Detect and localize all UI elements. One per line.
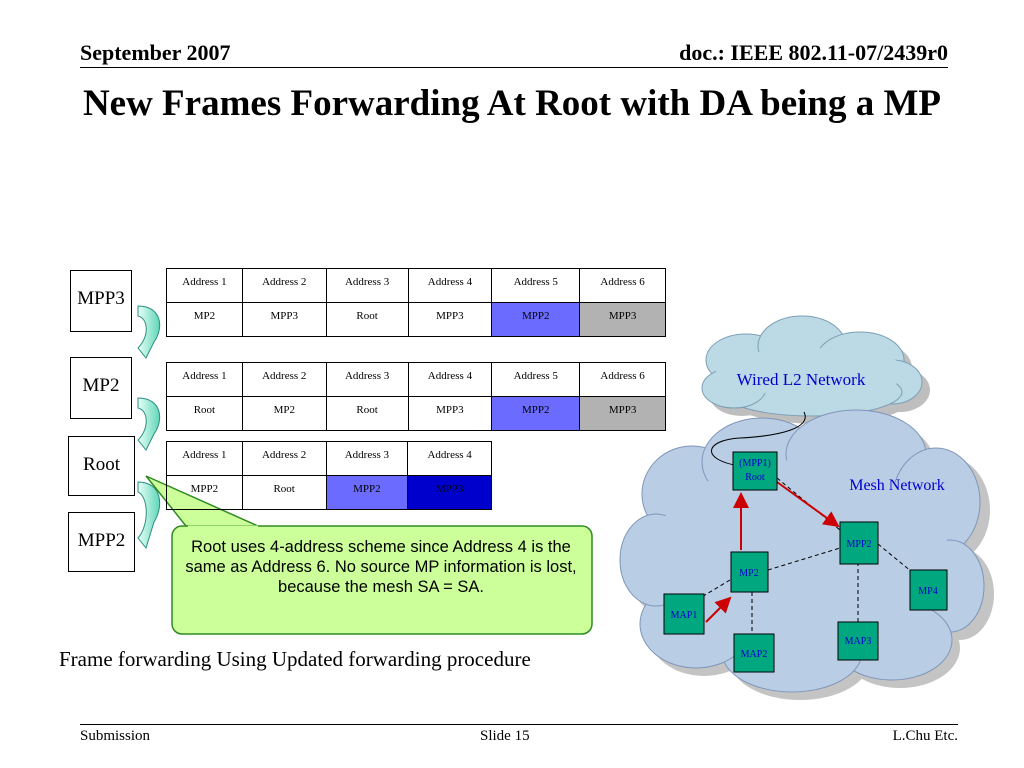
table-cell: MPP3: [579, 396, 666, 431]
address-table-root-to-mpp2: Address 1 Address 2 Address 3 Address 4 …: [166, 441, 492, 510]
mesh-node-label: MPP2: [846, 539, 871, 550]
mesh-node-map3: MAP3: [837, 621, 879, 661]
address-table-mp2-to-root: Address 1 Address 2 Address 3 Address 4 …: [166, 362, 666, 431]
mesh-network-label: Mesh Network: [849, 477, 945, 494]
table-header-row: Address 1 Address 2 Address 3 Address 4 …: [166, 362, 666, 397]
table-header-cell: Address 1: [166, 441, 243, 476]
mesh-node-label: MAP2: [741, 649, 768, 660]
mesh-node-mpp2: MPP2: [839, 521, 879, 565]
mesh-node-mp2: MP2: [730, 551, 769, 593]
mesh-node-map1: MAP1: [663, 593, 705, 635]
mesh-node-label: MP4: [918, 586, 937, 597]
mesh-node-label: Root: [745, 472, 765, 483]
path-node-mpp3: MPP3: [70, 270, 132, 332]
table-header-row: Address 1 Address 2 Address 3 Address 4 …: [166, 268, 666, 303]
mesh-node-label: MAP3: [845, 636, 872, 647]
curved-arrow-mp2-root: [137, 397, 161, 451]
mesh-node-map2: MAP2: [733, 633, 775, 673]
table-cell: MP2: [166, 302, 243, 337]
table-header-cell: Address 1: [166, 362, 243, 397]
table-header-cell: Address 4: [407, 362, 493, 397]
table-header-cell: Address 5: [491, 268, 581, 303]
footer-right: L.Chu Etc.: [892, 728, 958, 744]
header-date: September 2007: [80, 40, 231, 65]
footer-slide-number: Slide 15: [480, 728, 530, 744]
table-cell: MPP3: [241, 302, 327, 337]
footer-left: Submission: [80, 728, 151, 744]
table-header-cell: Address 2: [241, 441, 327, 476]
wired-network-label: Wired L2 Network: [737, 370, 866, 389]
mesh-node-root: (MPP1) Root: [732, 451, 778, 491]
table-header-cell: Address 6: [579, 362, 666, 397]
table-row: MPP2 Root MPP2 MPP3: [166, 475, 492, 510]
table-cell: MPP3: [579, 302, 666, 337]
curved-arrow-mpp3-mp2: [137, 305, 161, 359]
header-rule: [80, 67, 948, 68]
table-header-cell: Address 2: [241, 268, 327, 303]
diagram-caption: Frame forwarding Using Updated forwardin…: [59, 647, 531, 671]
table-cell: MP2: [241, 396, 327, 431]
table-cell: MPP3: [407, 302, 493, 337]
mesh-node-mp4: MP4: [909, 569, 948, 611]
slide-title: New Frames Forwarding At Root with DA be…: [82, 83, 942, 124]
forwarding-path-arrows: [705, 481, 840, 623]
table-cell: MPP2: [166, 475, 243, 510]
table-header-cell: Address 3: [325, 362, 409, 397]
path-node-mpp2: MPP2: [68, 512, 135, 572]
table-cell: MPP2: [491, 396, 581, 431]
table-row: Root MP2 Root MPP3 MPP2 MPP3: [166, 396, 666, 431]
table-cell: MPP2: [491, 302, 581, 337]
mesh-node-label: MAP1: [671, 610, 698, 621]
table-header-cell: Address 5: [491, 362, 581, 397]
footer-rule: [80, 724, 958, 725]
table-cell: Root: [325, 302, 409, 337]
mesh-links: [699, 477, 913, 634]
table-cell: Root: [241, 475, 327, 510]
address-table-mpp3-to-mp2: Address 1 Address 2 Address 3 Address 4 …: [166, 268, 666, 337]
mesh-node-label: (MPP1): [739, 458, 771, 469]
wired-link: [711, 411, 806, 467]
table-header-cell: Address 1: [166, 268, 243, 303]
mesh-node-label: MP2: [739, 568, 758, 579]
table-cell: MPP2: [325, 475, 409, 510]
path-node-root: Root: [68, 436, 135, 496]
table-row: MP2 MPP3 Root MPP3 MPP2 MPP3: [166, 302, 666, 337]
table-header-cell: Address 2: [241, 362, 327, 397]
table-header-cell: Address 3: [325, 268, 409, 303]
table-cell: Root: [166, 396, 243, 431]
path-node-mp2: MP2: [70, 357, 132, 419]
curved-arrow-root-mpp2: [137, 481, 161, 550]
header-doc-id: doc.: IEEE 802.11-07/2439r0: [679, 40, 948, 65]
table-cell: MPP3: [407, 475, 492, 510]
callout-text: Root uses 4-address scheme since Address…: [185, 538, 577, 596]
table-cell: MPP3: [407, 396, 493, 431]
table-header-cell: Address 4: [407, 441, 492, 476]
